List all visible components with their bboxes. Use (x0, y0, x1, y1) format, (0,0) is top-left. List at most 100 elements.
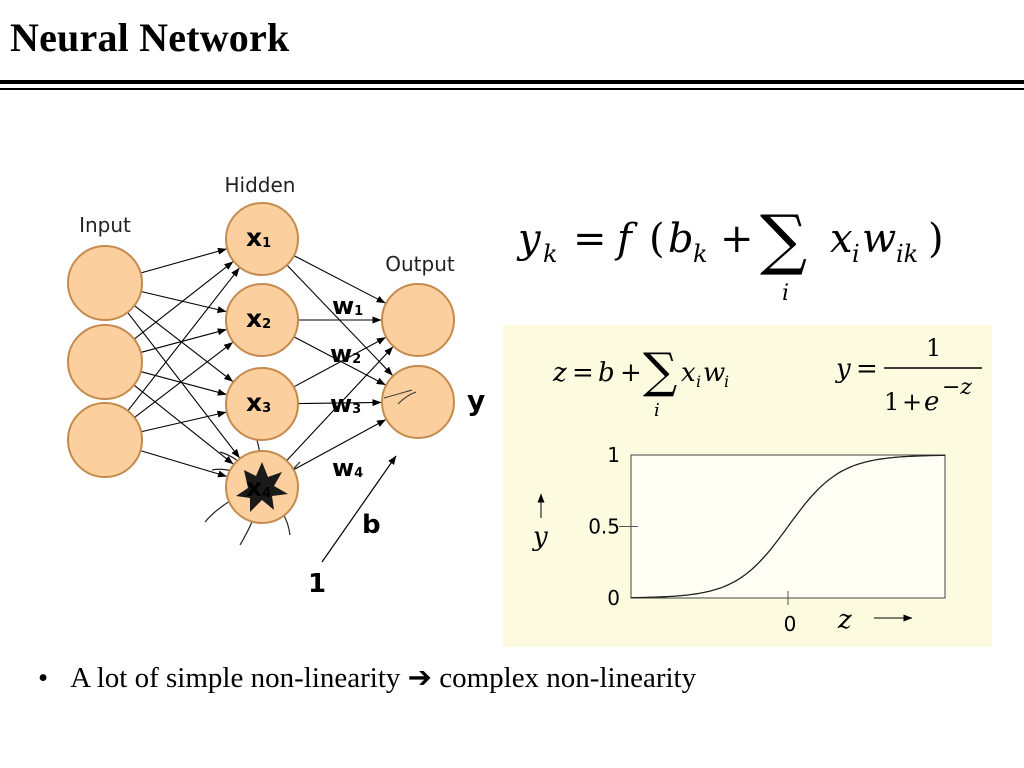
hidden-node-label-x3: x3 (246, 388, 271, 417)
input-hidden-connection (140, 290, 227, 313)
network-connections (127, 247, 394, 478)
y-tick-label: 0.5 (588, 515, 620, 539)
sum-formula: z = b + ∑ i x i w i (552, 343, 729, 421)
hidden-output-connection (286, 346, 394, 462)
title-rule-thick (0, 80, 1024, 84)
formula-y: y (516, 216, 542, 262)
hidden-node-label-x4: x4 (246, 473, 271, 502)
arrow-icon: ➔ (407, 662, 432, 694)
bullet-text-after: complex non-linearity (439, 662, 697, 694)
bullet-point: • A lot of simple non-linearity ➔ complex… (38, 660, 696, 695)
bullet-text-before: A lot of simple non-linearity (70, 662, 401, 694)
input-hidden-connection (140, 247, 227, 274)
input-hidden-connection (133, 261, 234, 340)
x-tick-label: 0 (784, 612, 797, 636)
z-formula-plus: + (620, 358, 642, 388)
formula-eq: = (573, 216, 607, 262)
formula-w-sub: ik (896, 240, 918, 268)
hidden-output-connection (297, 399, 382, 407)
hidden-node-label-x2: x2 (246, 304, 271, 333)
hidden-output-connection (293, 419, 386, 471)
sigmoid-curve (631, 454, 945, 599)
hidden-node (225, 283, 299, 357)
bias-input-label: 1 (308, 569, 326, 599)
input-hidden-connection (140, 371, 227, 396)
sig-formula-y: y (835, 354, 851, 384)
input-hidden-connection (133, 305, 234, 382)
input-hidden-connection (127, 267, 240, 412)
hidden-node (225, 202, 299, 276)
title-rule-thin (0, 88, 1024, 90)
z-formula-eq: = (572, 358, 594, 388)
formula-sigma: ∑ (760, 201, 807, 278)
formula-b: b (668, 216, 694, 262)
z-formula-x-sub: i (696, 372, 701, 391)
slide-title: Neural Network (10, 15, 290, 60)
z-formula-b: b (598, 358, 615, 388)
y-tick-label: 0 (607, 586, 620, 610)
output-node (381, 365, 455, 439)
input-hidden-connection (140, 450, 228, 478)
input-hidden-connection (140, 410, 227, 433)
sig-formula-den-1: 1 (884, 388, 899, 416)
x-axis-label: z (837, 605, 852, 635)
neuron-axon (383, 389, 417, 405)
y-axis-ticks: 00.51 (588, 443, 638, 610)
output-node (381, 283, 455, 357)
z-formula-w-sub: i (724, 372, 729, 391)
output-layer-label: Output (385, 252, 455, 276)
main-formula: y k = f ( b k + ∑ i x i w ik ) (516, 201, 944, 306)
y-tick-label: 1 (607, 443, 620, 467)
y-axis-label: y (532, 522, 548, 552)
bullet-marker: • (38, 662, 49, 694)
input-layer-label: Input (79, 213, 131, 237)
formula-plus: + (720, 216, 754, 262)
input-node (67, 245, 143, 321)
output-label-y: y (467, 384, 485, 417)
hidden-output-connection (293, 336, 386, 386)
sig-formula-num: 1 (926, 334, 941, 362)
sig-formula-den-plus: + (902, 388, 922, 416)
sigmoid-chart: 00.51 0 y z (532, 443, 946, 636)
formula-x-sub: i (852, 240, 860, 268)
input-layer (67, 245, 143, 478)
hidden-output-connection (293, 337, 386, 388)
bias-arrow (321, 455, 397, 563)
input-hidden-connection (133, 384, 234, 465)
formula-lparen: ( (649, 216, 665, 262)
z-formula-sigma: ∑ (643, 343, 677, 399)
formula-rparen: ) (928, 216, 944, 262)
hidden-output-connection (293, 255, 386, 304)
z-formula-index: i (654, 400, 660, 421)
x-axis-ticks: 0 (784, 591, 797, 636)
sig-formula-e: e (924, 387, 939, 417)
sig-formula-exp: −z (942, 375, 972, 400)
z-formula-w: w (703, 358, 725, 388)
weight-label-w1: w1 (332, 292, 363, 320)
input-hidden-connection (134, 342, 234, 418)
sig-formula-eq: = (856, 354, 878, 384)
hidden-node-label-x1: x1 (246, 223, 271, 252)
input-node (67, 402, 143, 478)
bias-label-b: b (362, 510, 381, 540)
hidden-layer-label: Hidden (225, 173, 296, 197)
sigmoid-formula: y = 1 1 + e −z (835, 334, 982, 417)
z-formula-z: z (552, 358, 567, 388)
weight-label-w4: w4 (332, 454, 363, 482)
formula-x: x (830, 216, 853, 262)
weight-label-w3: w3 (330, 390, 361, 418)
input-hidden-connection (127, 311, 240, 459)
formula-w: w (862, 216, 896, 262)
hidden-node (225, 367, 299, 441)
neuron-body (236, 462, 288, 512)
formula-sigma-index: i (782, 281, 789, 306)
formula-y-sub: k (543, 240, 558, 268)
input-node (67, 324, 143, 400)
formula-f: f (614, 216, 638, 262)
z-formula-x: x (681, 358, 696, 388)
input-hidden-connection (140, 328, 227, 353)
formula-b-sub: k (693, 240, 708, 268)
output-layer (381, 283, 455, 439)
weight-label-w2: w2 (330, 340, 361, 368)
